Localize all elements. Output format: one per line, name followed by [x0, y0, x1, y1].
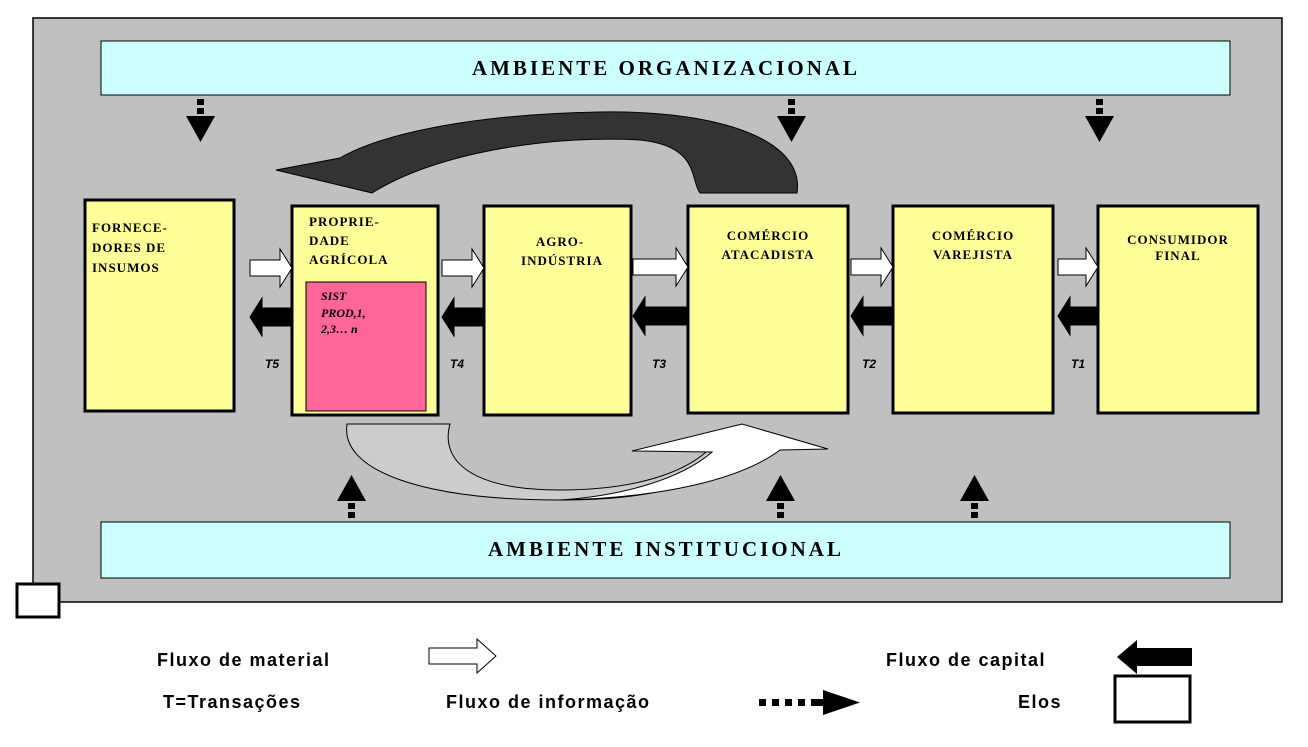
- legend-material-flow-label: Fluxo de material: [157, 650, 331, 670]
- material-flow-arrow-1: [249, 247, 293, 289]
- link-label-consumidor-2: FINAL: [1155, 248, 1200, 263]
- link-box-consumidor: [1096, 204, 1260, 415]
- organizational-environment-label: AMBIENTE ORGANIZACIONAL: [472, 56, 860, 80]
- legend-transactions-label: T=Transações: [163, 692, 302, 712]
- institutional-environment-label: AMBIENTE INSTITUCIONAL: [488, 537, 844, 561]
- info-flow-down-arrow-2: [777, 99, 806, 142]
- link-label-atacadista-2: ATACADISTA: [721, 247, 814, 262]
- link-label-fornecedores-3: INSUMOS: [92, 260, 160, 275]
- corner-square: [15, 582, 61, 619]
- link-label-atacadista-1: COMÉRCIO: [727, 228, 809, 243]
- material-flow-arrow-4: [850, 246, 894, 288]
- production-system-label-2: PROD,1,: [321, 306, 366, 320]
- info-flow-up-arrow-1: [337, 475, 366, 518]
- legend-information-flow-label: Fluxo de informação: [446, 692, 651, 712]
- transaction-label-t3: T3: [652, 357, 666, 371]
- link-label-varejista-1: COMÉRCIO: [932, 228, 1014, 243]
- capital-flow-arrow-3: [632, 295, 689, 337]
- link-label-agroindustria-2: INDÚSTRIA: [521, 253, 603, 268]
- link-label-propriedade-2: DADE: [309, 233, 350, 248]
- link-label-fornecedores-2: DORES DE: [92, 240, 166, 255]
- capital-flow-arrow-4: [850, 295, 894, 337]
- legend-capital-flow-label: Fluxo de capital: [886, 650, 1046, 670]
- capital-flow-arrow-1: [249, 296, 293, 338]
- link-label-fornecedores-1: FORNECE-: [92, 220, 168, 235]
- link-box-atacadista: [686, 204, 850, 415]
- legend-links-box: [1113, 674, 1192, 724]
- capital-flow-arrow-2: [441, 296, 485, 338]
- legend-information-flow-arrow: [759, 690, 860, 715]
- link-label-consumidor-1: CONSUMIDOR: [1127, 232, 1229, 247]
- info-flow-up-arrow-3: [960, 475, 989, 518]
- material-flow-arrow-2: [441, 247, 485, 289]
- link-label-varejista-2: VAREJISTA: [933, 247, 1013, 262]
- production-system-box: [305, 281, 427, 412]
- link-label-propriedade-1: PROPRIE-: [309, 214, 380, 229]
- link-box-agroindustria: [482, 204, 633, 417]
- info-flow-down-arrow-3: [1085, 99, 1114, 142]
- capital-flow-arrow-5: [1057, 295, 1099, 337]
- info-flow-down-arrow-1: [186, 99, 215, 142]
- production-system-label-1: SIST: [321, 289, 347, 303]
- link-label-agroindustria-1: AGRO-: [536, 234, 584, 249]
- transaction-label-t5: T5: [265, 357, 279, 371]
- organizational-environment-band: [100, 40, 1231, 96]
- production-system-label-3: 2,3… n: [320, 322, 358, 336]
- transaction-label-t4: T4: [450, 357, 464, 371]
- info-flow-up-arrow-2: [766, 475, 795, 518]
- legend-material-flow-arrow: [428, 637, 497, 675]
- material-flow-arrow-5: [1057, 246, 1099, 288]
- institutional-environment-band: [100, 521, 1231, 579]
- link-box-fornecedores: [83, 198, 236, 413]
- transaction-label-t1: T1: [1071, 357, 1085, 371]
- transaction-label-t2: T2: [862, 357, 876, 371]
- material-flow-arrow-3: [632, 246, 689, 288]
- legend-capital-flow-arrow: [1117, 640, 1192, 674]
- link-label-propriedade-3: AGRÍCOLA: [309, 252, 389, 267]
- light-curved-arrow-head: [559, 423, 829, 501]
- legend-links-label: Elos: [1018, 692, 1062, 712]
- link-box-varejista: [891, 204, 1055, 415]
- dark-curved-arrow: [275, 111, 798, 194]
